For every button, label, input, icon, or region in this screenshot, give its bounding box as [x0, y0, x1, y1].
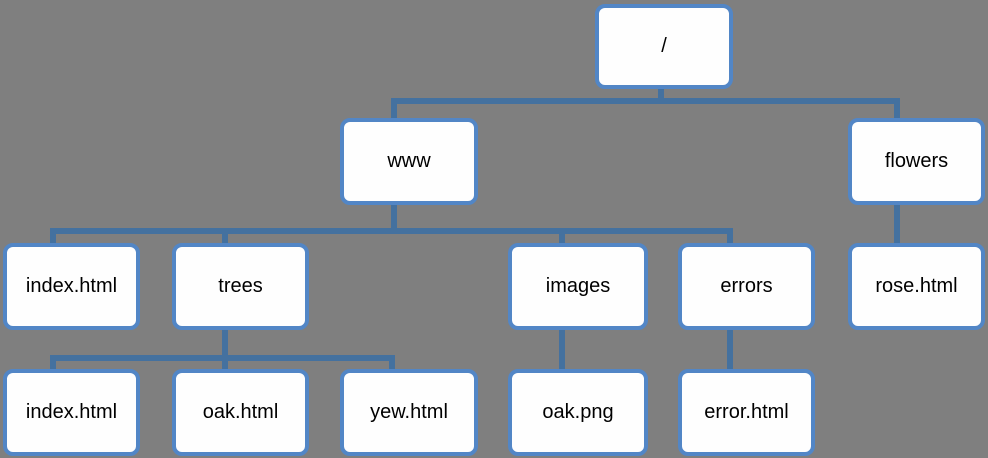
node-error-html-label: error.html	[704, 401, 789, 423]
node-images-label: images	[545, 275, 611, 297]
connector-trees-children-bus	[50, 355, 395, 361]
node-root: /	[595, 4, 733, 89]
node-yew-html: yew.html	[340, 369, 478, 456]
node-www-label: www	[387, 150, 431, 172]
node-oak-png-label: oak.png	[542, 401, 614, 423]
node-errors: errors	[678, 243, 815, 330]
connector-drop-flowers	[894, 103, 900, 118]
node-images: images	[508, 243, 648, 330]
node-yew-html-label: yew.html	[370, 401, 448, 423]
node-flowers-label: flowers	[884, 150, 949, 172]
node-rose-html-label: rose.html	[875, 275, 958, 297]
connector-drop-images	[559, 233, 565, 243]
node-index-html-trees-label: index.html	[25, 401, 118, 423]
connector-errors-errorhtml	[727, 330, 733, 369]
connector-root-children-bus	[391, 98, 900, 104]
connector-drop-www	[391, 103, 397, 118]
node-index-html-www: index.html	[3, 243, 140, 330]
connector-drop-errors	[727, 233, 733, 243]
node-index-html-trees: index.html	[3, 369, 140, 456]
node-flowers: flowers	[848, 118, 985, 205]
node-errors-label: errors	[720, 275, 773, 297]
node-oak-png: oak.png	[508, 369, 648, 456]
node-oak-html-label: oak.html	[202, 401, 279, 423]
node-www: www	[340, 118, 478, 205]
node-trees-label: trees	[218, 275, 263, 297]
connector-trees-stem	[222, 330, 228, 357]
node-root-label: /	[661, 35, 667, 57]
connector-www-stem	[391, 205, 397, 231]
node-trees: trees	[172, 243, 309, 330]
connector-drop-index-trees	[50, 360, 56, 369]
connector-drop-index-www	[50, 233, 56, 243]
connector-drop-oak-html	[222, 360, 228, 369]
connector-images-oakpng	[559, 330, 565, 369]
node-rose-html: rose.html	[848, 243, 985, 330]
node-error-html: error.html	[678, 369, 815, 456]
connector-root-stem	[658, 88, 664, 100]
connector-flowers-rose	[894, 205, 900, 243]
connector-www-children-bus	[50, 228, 733, 234]
connector-drop-yew-html	[389, 360, 395, 369]
node-index-html-www-label: index.html	[25, 275, 118, 297]
connector-drop-trees	[222, 233, 228, 243]
node-oak-html: oak.html	[172, 369, 309, 456]
